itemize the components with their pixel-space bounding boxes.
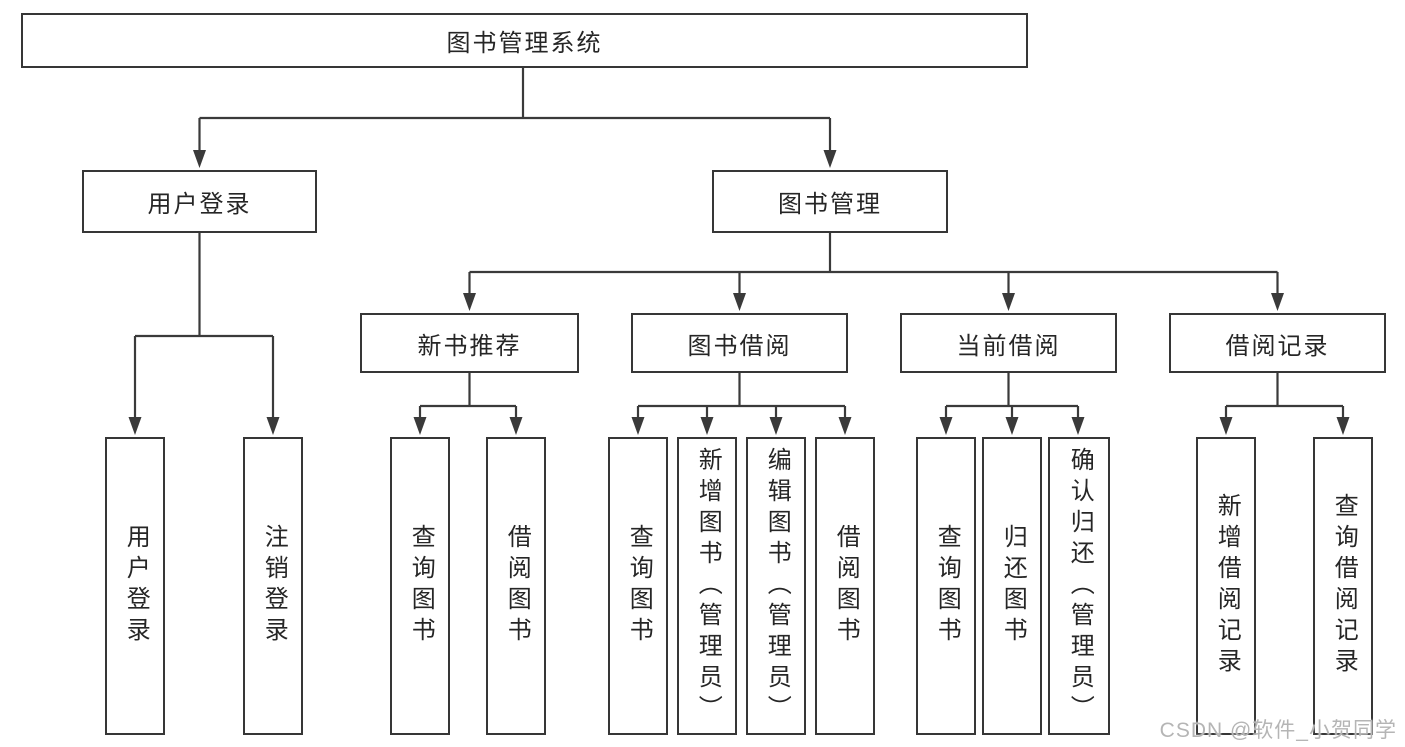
leaf-recommend-query-books-label: 查询图书	[407, 524, 435, 648]
arrowhead	[1071, 417, 1085, 435]
arrowhead	[463, 293, 476, 311]
connector-book-management-to-level3	[463, 233, 1284, 311]
leaf-user-login: 用户登录	[105, 437, 165, 735]
arrowhead	[939, 417, 953, 435]
node-borrow-records-label: 借阅记录	[1225, 332, 1330, 360]
arrowhead	[1005, 417, 1019, 435]
csdn-watermark: CSDN @软件_小贺同学	[1159, 719, 1397, 742]
arrowhead	[1271, 293, 1284, 311]
connector-root-to-level2	[193, 68, 837, 168]
leaf-current-query-books-label: 查询图书	[933, 524, 961, 648]
leaf-edit-books-admin: 编辑图书（管理员）	[746, 437, 806, 735]
leaf-query-borrow-record-label: 查询借阅记录	[1330, 493, 1358, 679]
arrowhead	[838, 417, 852, 435]
arrowhead	[509, 417, 523, 435]
leaf-query-borrow-record: 查询借阅记录	[1313, 437, 1373, 735]
node-borrow-records: 借阅记录	[1169, 313, 1386, 373]
connector-current-borrow-to-leaves	[939, 373, 1085, 435]
node-book-borrow: 图书借阅	[631, 313, 848, 373]
leaf-logout-label: 注销登录	[260, 524, 288, 648]
node-current-borrow: 当前借阅	[900, 313, 1117, 373]
arrowhead	[700, 417, 714, 435]
node-book-management-label: 图书管理	[778, 191, 882, 218]
arrowhead	[1219, 417, 1233, 435]
leaf-logout: 注销登录	[243, 437, 303, 735]
arrowhead	[733, 293, 746, 311]
node-root: 图书管理系统	[21, 13, 1028, 68]
leaf-recommend-borrow-books: 借阅图书	[486, 437, 546, 735]
leaf-recommend-query-books: 查询图书	[390, 437, 450, 735]
node-new-book-recommend: 新书推荐	[360, 313, 579, 373]
leaf-add-books-admin: 新增图书（管理员）	[677, 437, 737, 735]
arrowhead	[823, 150, 837, 168]
arrowhead	[1002, 293, 1015, 311]
arrowhead	[631, 417, 645, 435]
arrowhead	[769, 417, 783, 435]
arrowhead	[266, 417, 280, 435]
leaf-confirm-return-admin: 确认归还（管理员）	[1048, 437, 1110, 735]
connector-user-login-to-leaves	[128, 233, 280, 435]
leaf-add-borrow-record: 新增借阅记录	[1196, 437, 1256, 735]
leaf-return-books-label: 归还图书	[999, 524, 1027, 648]
node-root-label: 图书管理系统	[446, 30, 603, 57]
leaf-borrow-books: 借阅图书	[815, 437, 875, 735]
node-book-borrow-label: 图书借阅	[687, 332, 792, 360]
connector-borrow-records-to-leaves	[1219, 373, 1350, 435]
leaf-add-borrow-record-label: 新增借阅记录	[1213, 493, 1241, 679]
leaf-current-query-books: 查询图书	[916, 437, 976, 735]
node-new-book-recommend-label: 新书推荐	[417, 332, 522, 360]
arrowhead	[128, 417, 142, 435]
node-user-login-label: 用户登录	[147, 191, 252, 218]
leaf-borrow-query-books-label: 查询图书	[625, 524, 653, 648]
node-current-borrow-label: 当前借阅	[956, 332, 1061, 360]
arrowhead	[413, 417, 427, 435]
leaf-edit-books-admin-label: 编辑图书（管理员）	[763, 446, 791, 726]
leaf-recommend-borrow-books-label: 借阅图书	[503, 524, 531, 648]
leaf-add-books-admin-label: 新增图书（管理员）	[694, 446, 722, 726]
leaf-borrow-query-books: 查询图书	[608, 437, 668, 735]
leaf-borrow-books-label: 借阅图书	[832, 524, 860, 648]
leaf-confirm-return-admin-label: 确认归还（管理员）	[1066, 446, 1094, 726]
arrowhead	[1336, 417, 1350, 435]
leaf-user-login-label: 用户登录	[122, 524, 150, 648]
connector-book-borrow-to-leaves	[631, 373, 852, 435]
connector-new-book-recommend-to-leaves	[413, 373, 523, 435]
leaf-return-books: 归还图书	[982, 437, 1042, 735]
node-book-management: 图书管理	[712, 170, 948, 233]
node-user-login: 用户登录	[82, 170, 317, 233]
arrowhead	[193, 150, 206, 168]
